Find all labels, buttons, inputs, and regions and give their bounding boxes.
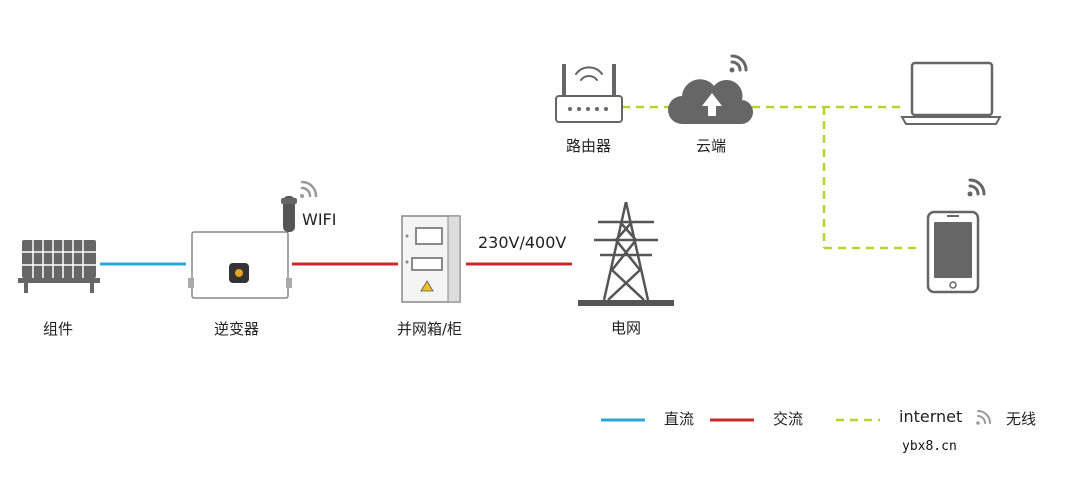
router-label: 路由器	[566, 137, 612, 155]
cloud-upload-icon	[668, 79, 754, 125]
voltage-label: 230V/400V	[478, 233, 567, 252]
legend-wireless-icon	[976, 410, 991, 425]
laptop-icon	[900, 61, 1002, 125]
solar-panel-label: 组件	[43, 320, 74, 338]
wifi-signal-icon	[729, 54, 748, 73]
legend-wireless-label: 无线	[1006, 410, 1037, 428]
wifi-dongle-icon	[281, 196, 297, 232]
transmission-tower-icon	[578, 201, 674, 306]
legend-ac-label: 交流	[773, 410, 804, 428]
grid-label: 电网	[611, 319, 642, 337]
grid-box-label: 并网箱/柜	[397, 320, 463, 338]
wifi-label: WIFI	[302, 210, 337, 229]
smartphone-icon	[926, 210, 980, 294]
wifi-signal-icon	[967, 178, 986, 197]
legend-internet-label: internet	[899, 407, 963, 426]
inverter-icon	[188, 231, 292, 299]
inverter-label: 逆变器	[214, 320, 260, 338]
watermark: ybx8.cn	[902, 439, 957, 454]
grid-box-icon	[401, 215, 461, 303]
internet-lines	[622, 105, 918, 250]
legend-dc-label: 直流	[664, 410, 695, 428]
cloud-label: 云端	[696, 137, 727, 155]
router-icon	[555, 64, 623, 123]
solar-panel-icon	[18, 240, 100, 293]
wifi-signal-icon	[300, 180, 318, 198]
